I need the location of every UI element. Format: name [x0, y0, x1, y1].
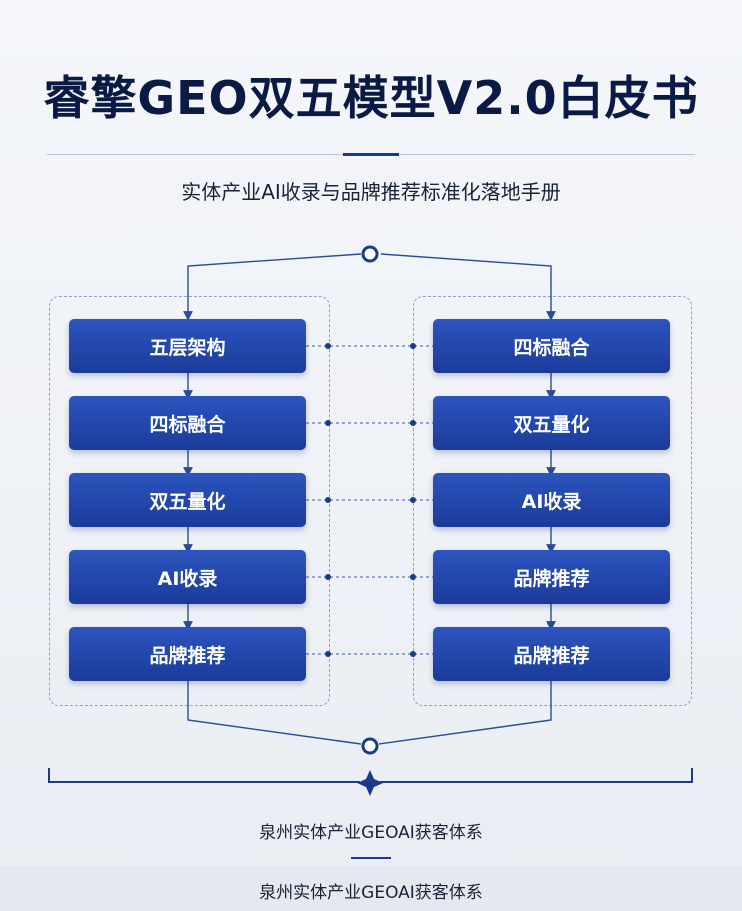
bottom-merge-lines: [187, 681, 552, 745]
left-node-2: 四标融合: [69, 396, 306, 450]
right-node-3: AI收录: [433, 473, 670, 527]
title-divider-accent: [343, 153, 399, 156]
top-start-node: [361, 245, 379, 263]
right-node-5: 品牌推荐: [433, 627, 670, 681]
right-node-4: 品牌推荐: [433, 550, 670, 604]
left-node-1: 五层架构: [69, 319, 306, 373]
bottom-end-node: [361, 737, 379, 755]
footer-band-caption: 泉州实体产业GEOAI获客体系: [259, 883, 483, 903]
top-split-lines: [183, 253, 556, 321]
footer-band: [0, 866, 742, 911]
left-node-4: AI收录: [69, 550, 306, 604]
footer-caption: 泉州实体产业GEOAI获客体系: [259, 823, 483, 843]
left-node-3: 双五量化: [69, 473, 306, 527]
right-node-1: 四标融合: [433, 319, 670, 373]
footer-accent-line: [351, 857, 391, 859]
left-node-5: 品牌推荐: [69, 627, 306, 681]
cross-link-dots: [325, 343, 416, 657]
bottom-bracket: [48, 768, 693, 783]
diamond-star-icon: [357, 770, 383, 796]
page-title: 睿擎GEO双五模型V2.0白皮书: [43, 71, 699, 125]
right-node-2: 双五量化: [433, 396, 670, 450]
page-subtitle: 实体产业AI收录与品牌推荐标准化落地手册: [181, 180, 561, 204]
